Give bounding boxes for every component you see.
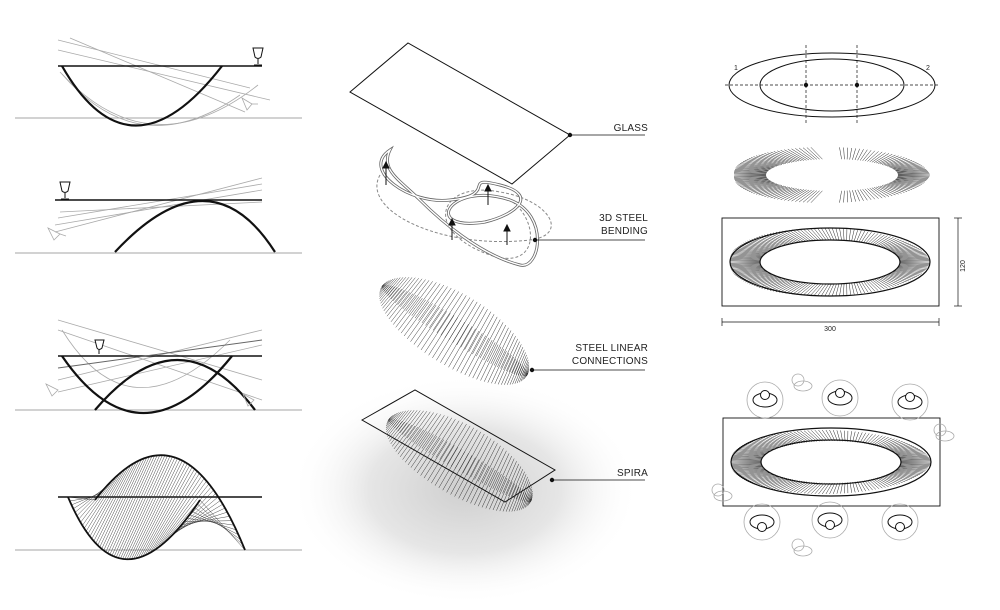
label-connections: CONNECTIONS bbox=[572, 356, 648, 367]
leader-lines bbox=[529, 132, 645, 483]
spira-table bbox=[385, 410, 533, 512]
linear-connections bbox=[67, 455, 246, 560]
label-glass: GLASS bbox=[614, 123, 648, 134]
floor-shadow bbox=[300, 375, 640, 605]
steel-curve bbox=[61, 65, 223, 127]
sequence-step-2 bbox=[15, 177, 302, 254]
table-top-plan bbox=[722, 417, 941, 507]
dimension-width: 300 bbox=[824, 326, 836, 333]
steel-curve bbox=[94, 454, 246, 551]
sequence-step-4 bbox=[15, 454, 302, 561]
point-label-1: 1 bbox=[734, 65, 738, 72]
sequence-step-3 bbox=[15, 319, 302, 415]
label-steel-linear: STEEL LINEAR bbox=[575, 343, 648, 354]
exploded-axonometric: GLASS 3D STEEL BENDING STEEL LINEAR CONN… bbox=[300, 42, 648, 605]
chairs-and-people bbox=[711, 373, 955, 557]
wine-glass-icon bbox=[252, 47, 264, 66]
spira-seating-plan bbox=[730, 427, 932, 497]
fallen-glass-icon bbox=[241, 97, 258, 111]
up-arrow-icon bbox=[382, 160, 511, 245]
steel-bending-frame bbox=[376, 145, 552, 267]
plan-drawings: 1 2 120 300 bbox=[711, 45, 967, 557]
wine-glass-icon bbox=[59, 181, 71, 200]
label-spira: SPIRA bbox=[617, 468, 648, 479]
ellipse-construction bbox=[725, 45, 940, 125]
steel-curve bbox=[94, 359, 256, 411]
label-bending: BENDING bbox=[601, 226, 648, 237]
glass-plate bbox=[349, 42, 571, 185]
bending-sequence-diagrams bbox=[15, 37, 302, 561]
steel-curve bbox=[61, 355, 233, 415]
wine-glass-icon bbox=[94, 339, 105, 354]
dimension-lines bbox=[721, 217, 962, 326]
steel-curve bbox=[114, 199, 276, 253]
label-3d-steel: 3D STEEL bbox=[599, 213, 648, 224]
glass-rectangle bbox=[721, 217, 940, 307]
steel-curve bbox=[67, 496, 201, 561]
point-label-2: 2 bbox=[926, 65, 930, 72]
linear-ring-plan bbox=[733, 147, 930, 203]
fallen-glass-icon bbox=[47, 227, 67, 241]
sequence-step-1 bbox=[15, 37, 302, 127]
fallen-glass-icon bbox=[45, 383, 255, 407]
dimension-height: 120 bbox=[960, 260, 967, 272]
steel-linear-connections bbox=[379, 277, 530, 385]
spira-plan bbox=[729, 227, 931, 297]
spira-glass-outline bbox=[360, 389, 556, 503]
